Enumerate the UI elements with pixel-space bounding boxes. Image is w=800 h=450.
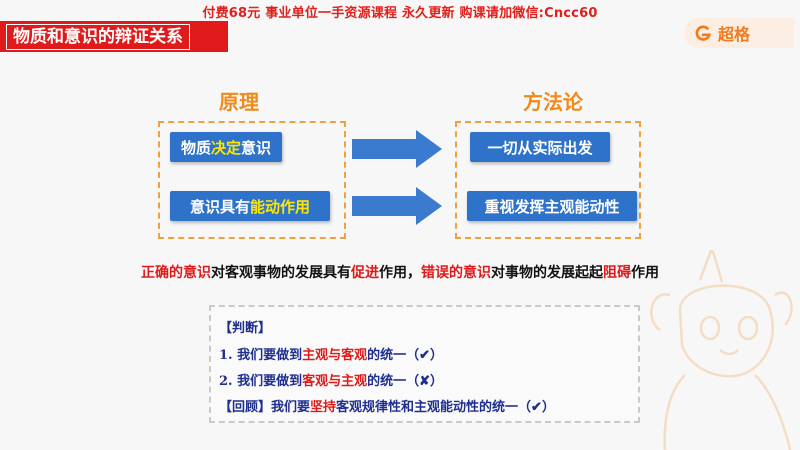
summary-text: 对事物的发展起起 [491,265,603,281]
judgement-text: 的统一（✔） [479,400,555,415]
title-bar: 物质和意识的辩证关系 [0,21,228,52]
summary-promote: 促进 [351,265,379,281]
brand-name: 超格 [718,25,751,44]
summary-hinder: 阻碍 [603,265,631,281]
slide-title: 物质和意识的辩证关系 [6,24,190,50]
unicorn-mascot-icon [650,250,793,450]
principle-box-2: 意识具有能动作用 [170,191,330,221]
principle-group [158,121,346,239]
watermark-text: 付费68元 事业单位一手资源课程 永久更新 购课请加微信:Cncc60 [202,6,598,21]
summary-text: 作用， [379,265,421,281]
principle-1-highlight: 决定 [210,138,241,157]
judgement-text: 【回顾】我们要 [219,400,311,415]
method-2-text: 重视发挥主观能动性 [484,197,620,216]
arrow-right-icon [352,187,442,225]
summary-sentence: 正确的意识对客观事物的发展具有促进作用，错误的意识对事物的发展起起阻碍作用 [0,262,800,282]
principle-1-pre: 物质 [180,138,211,157]
method-1-text: 一切从实际出发 [487,138,593,157]
heading-methodology: 方法论 [523,90,583,114]
summary-correct: 正确的意识 [141,265,211,281]
principle-1-post: 意识 [241,138,272,157]
judgement-box: 【判断】 1. 我们要做到主观与客观的统一（✔） 2. 我们要做到客观与主观的统… [209,305,640,423]
summary-text: 作用 [631,265,659,281]
summary-wrong: 错误的意识 [421,265,491,281]
judgement-text: 2. 我们要做到 [219,374,303,389]
judgement-review: 【回顾】我们要坚持客观规律性和主观能动性的统一（✔） [219,396,555,415]
judgement-header: 【判断】 [219,321,272,336]
principle-2-pre: 意识具有 [189,197,250,216]
method-box-1: 一切从实际出发 [470,132,610,162]
principle-box-1: 物质决定意识 [170,132,282,162]
judgement-text: 的统一（✔） [367,348,444,363]
method-group [455,121,641,239]
judgement-highlight: 主观与客观 [302,348,368,363]
principle-2-highlight: 能动作用 [250,197,311,216]
judgement-highlight: 客观与主观 [302,374,368,389]
method-box-2: 重视发挥主观能动性 [467,191,637,221]
summary-text: 对客观事物的发展具有 [211,265,351,281]
heading-principle: 原理 [219,90,259,114]
judgement-text: 1. 我们要做到 [219,348,303,363]
judgement-text: 客观规律性和主观能动性 [336,400,480,415]
judgement-item-2: 2. 我们要做到客观与主观的统一（✘） [219,370,443,389]
brand-mark-icon [695,25,712,41]
judgement-item-1: 1. 我们要做到主观与客观的统一（✔） [219,344,443,363]
judgement-text: 的统一（✘） [367,374,444,389]
arrow-right-icon [352,130,442,168]
brand-logo: 超格 [684,18,794,48]
judgement-highlight: 坚持 [310,400,337,415]
